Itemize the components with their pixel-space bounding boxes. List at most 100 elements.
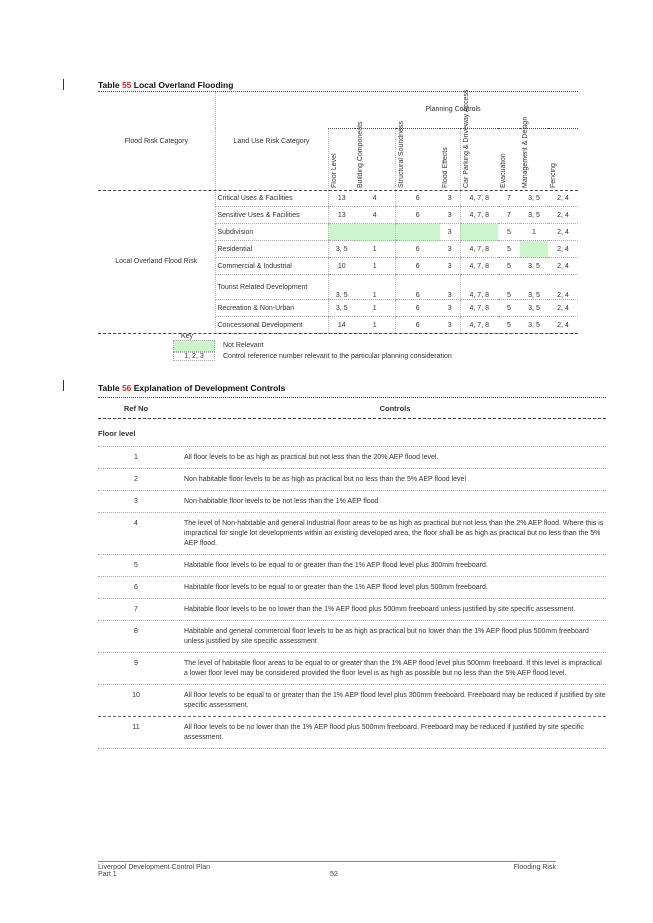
control-ref-cell: 14 [327,316,355,334]
header-control-label: Management & Design [522,117,529,189]
title-text: Local Overland Flooding [131,80,234,90]
control-ref-cell: 4, 7, 8 [459,206,498,224]
control-ref-cell: 5 [498,223,520,241]
control-ref-cell: 1 [355,316,395,334]
ref-number: 6 [134,584,138,591]
control-ref-cell: 4, 7, 8 [459,274,498,300]
table-number: 55 [121,80,132,90]
control-ref-cell: 4, 7, 8 [459,316,498,334]
control-ref-cell: 2, 4 [548,240,579,258]
control-ref-cell: 4, 7, 8 [459,190,498,207]
control-row: 8 Habitable and general commercial floor … [98,621,606,653]
land-use-cell: Tourist Related Development [214,274,328,300]
not-relevant-cell [520,240,548,258]
ref-number: 10 [132,692,140,699]
header-control-column: Floor Level [327,127,355,190]
footer-section: Flooding Risk [513,864,556,871]
control-ref-cell: 3 [440,223,460,241]
land-use-cell: Residential [214,240,328,258]
control-ref-cell: 3, 5 [327,274,355,300]
control-ref-cell: 5 [498,299,520,317]
footer-part: Part 1 [98,871,117,878]
key-title: Key [181,333,194,340]
not-relevant-label: Not Relevant [223,342,264,349]
land-use-cell: Critical Uses & Facilities [214,190,328,207]
control-ref-cell: 5 [498,257,520,275]
header-control-label: Floor Level [330,153,338,189]
header-flood-risk-category: Flood Risk Category [124,137,188,145]
header-control-column: Structural Soundness [394,121,440,190]
ref-number: 7 [134,606,138,613]
control-text: The level of Non-habitable and general I… [184,520,604,547]
control-ref-cell: 4, 7, 8 [459,299,498,317]
control-ref-cell: 2, 4 [548,316,579,334]
page-footer: Liverpool Development Control Plan Flood… [98,861,556,878]
header-control-label: Car Parking & Driveway Access [462,89,470,189]
control-ref-cell: 6 [394,257,440,275]
control-ref-cell: 1 [355,257,395,275]
control-ref-cell: 1 [355,274,395,300]
control-ref-cell: 1 [355,299,395,317]
control-ref-cell: 3, 5 [520,316,548,334]
change-bar [63,380,64,391]
control-ref-cell: 6 [394,316,440,334]
control-ref-cell: 2, 4 [548,190,579,207]
ref-desc-label: Control reference number relevant to the… [223,353,452,360]
control-ref-cell: 2, 4 [548,299,579,317]
table-55-title: Table 55 Local Overland Flooding [98,80,233,90]
control-text: Non habitable floor levels to be as high… [184,476,466,483]
header-control-column: Fencing [548,127,579,190]
header-control-label: Building Components [357,121,364,189]
control-ref-cell: 3, 5 [520,274,548,300]
control-ref-cell: 3 [440,316,460,334]
control-text: All floor levels to be no lower than the… [184,724,584,741]
control-ref-cell: 3 [440,240,460,258]
ref-number: 9 [134,660,138,667]
control-ref-cell: 7 [498,206,520,224]
header-ref-no: Ref No [123,403,149,413]
control-ref-cell: 7 [498,190,520,207]
control-ref-cell: 3, 5 [520,299,548,317]
header-control-column: Building Components [355,121,395,190]
title-prefix: Table [98,80,122,90]
header-control-column: Management & Design [520,117,548,190]
control-text: Habitable floor levels to be no lower th… [184,606,576,613]
divider [98,333,578,334]
not-relevant-cell [327,223,355,241]
header-control-column: Flood Effects [440,127,460,190]
ref-number: 4 [134,520,138,527]
control-ref-cell: 3 [440,190,460,207]
control-ref-cell: 6 [394,274,440,300]
header-control-label: Structural Soundness [397,121,405,189]
control-ref-cell: 5 [498,240,520,258]
control-ref-cell: 6 [394,240,440,258]
header-planning-controls: Planning Controls [425,106,481,114]
control-text: Habitable and general commercial floor l… [184,628,589,645]
control-ref-cell: 2, 4 [548,274,579,300]
header-control-column: Car Parking & Driveway Access [459,89,498,190]
control-ref-cell: 2, 4 [548,206,579,224]
header-control-column: Evacuation [498,127,520,190]
control-ref-cell: 3, 5 [327,240,355,258]
table-number: 56 [121,383,132,393]
control-ref-cell: 3, 5 [327,299,355,317]
not-relevant-cell [394,223,440,241]
section-floor-level: Floor level [98,419,606,447]
control-ref-cell: 4, 7, 8 [459,240,498,258]
control-row: 10 All floor levels to be equal to or gre… [98,685,606,717]
ref-number: 8 [134,628,138,635]
control-ref-cell: 13 [327,206,355,224]
control-text: All floor levels to be equal to or great… [184,692,606,709]
control-ref-cell: 1 [520,223,548,241]
land-use-cell: Subdivision [214,223,328,241]
